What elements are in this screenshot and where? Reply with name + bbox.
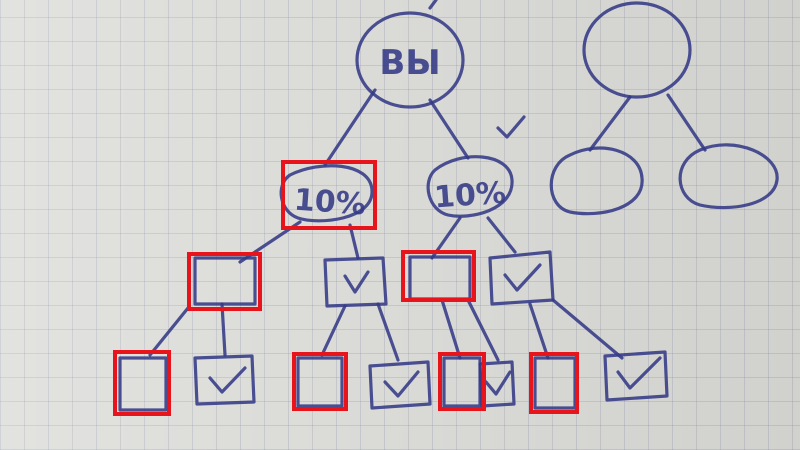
l3-box-d-check (383, 370, 420, 398)
highlight-l3-box-c (292, 352, 348, 411)
edge-l2b-l3d (376, 302, 400, 362)
highlight-l2-box-a (187, 252, 262, 311)
edge-l2c-l3f (466, 298, 500, 362)
edge-root-left (323, 88, 377, 167)
l2-box-d (488, 250, 555, 306)
level1-right-label: 10% (433, 176, 507, 216)
edge-l2a-l3b (220, 302, 227, 357)
highlight-l3-box-e (438, 352, 486, 411)
l2-box-b-check (343, 270, 370, 294)
l3-box-d-outline (368, 360, 432, 410)
second-tree (549, 1, 779, 216)
level1-right-circle (426, 155, 514, 218)
l3-box-e (442, 356, 482, 408)
edge-l1left-l2b (348, 223, 360, 260)
highlight-l3-box-a (113, 350, 171, 416)
edge-l2c-l3e (440, 298, 462, 360)
edge-l2a-l3a (148, 306, 190, 357)
level1-left-node: 10% (279, 164, 374, 223)
second-tree-edge-right (666, 93, 707, 152)
l3-box-d (368, 360, 432, 410)
edge-root-right (428, 98, 470, 160)
highlight-l2-box-c (401, 250, 476, 302)
l2-box-b-outline (323, 256, 388, 308)
root-tick (428, 0, 438, 10)
top-check-mark (496, 115, 526, 139)
l3-box-f-check (484, 370, 512, 396)
l2-box-a (193, 256, 257, 306)
l3-box-h-outline (603, 350, 669, 402)
level1-right-node: 10% (426, 155, 514, 218)
second-root-circle (582, 1, 692, 99)
second-tree-child-left (549, 146, 644, 216)
root-circle (355, 11, 465, 109)
l3-box-f (478, 360, 516, 408)
root-label: ВЫ (379, 43, 440, 83)
l3-box-f-outline (478, 360, 516, 408)
l3-box-h-check (616, 356, 662, 390)
l3-box-h (603, 350, 669, 402)
edge-l1right-l2d (486, 216, 517, 254)
level1-left-label: 10% (293, 183, 367, 223)
l3-box-c (296, 356, 344, 408)
edge-l2b-l3c (320, 304, 347, 357)
l3-box-b (193, 354, 256, 406)
edge-l2d-l3h (551, 298, 624, 360)
l3-box-g (533, 356, 577, 410)
l3-box-b-outline (193, 354, 256, 406)
highlight-level1-left (281, 160, 377, 230)
l2-box-b (323, 256, 388, 308)
highlight-l3-box-g (529, 352, 579, 414)
l2-box-c (408, 255, 472, 301)
edge-l2d-l3g (528, 302, 550, 360)
second-tree-edge-left (588, 95, 632, 152)
red-highlights (113, 160, 579, 416)
l2-box-d-outline (488, 250, 555, 306)
l3-box-b-check (208, 366, 247, 394)
l3-box-a (118, 356, 168, 412)
second-tree-child-right (678, 143, 779, 210)
l2-box-d-check (503, 263, 542, 292)
root-node: ВЫ (355, 0, 465, 109)
